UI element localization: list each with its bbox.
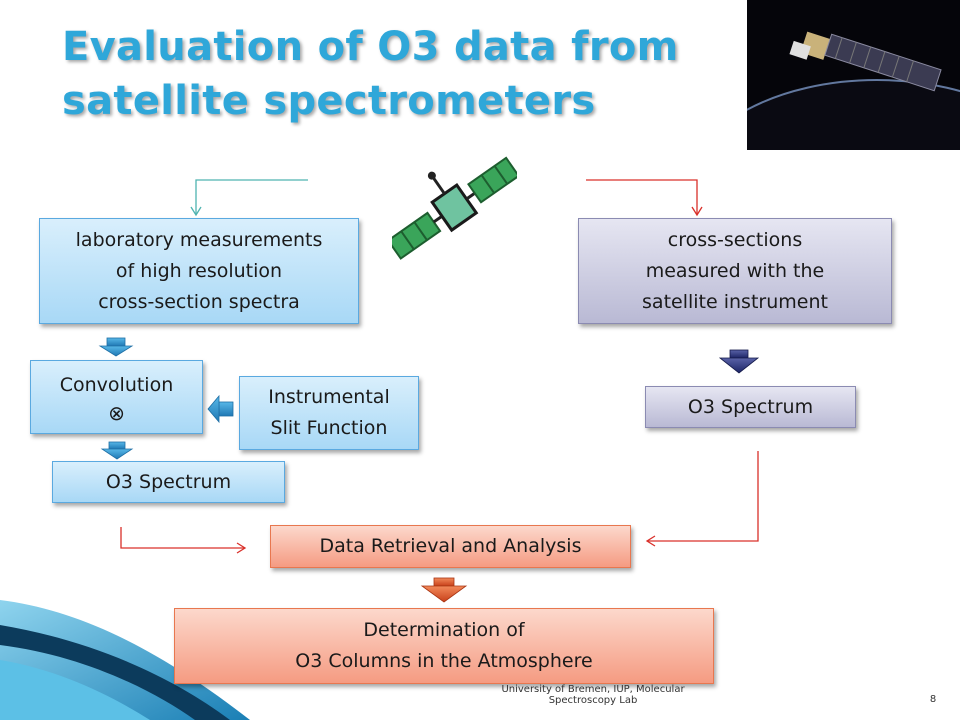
red-connector-top [586, 179, 703, 217]
o3-spectrum-left-box: O3 Spectrum [52, 461, 285, 503]
convolution-label: Convolution [59, 373, 174, 396]
red-connector-right [645, 451, 759, 547]
slide-title: Evaluation of O3 data from satellite spe… [62, 24, 679, 124]
data-retrieval-box: Data Retrieval and Analysis [270, 525, 631, 568]
lab-measurements-box: laboratory measurements of high resoluti… [39, 218, 359, 324]
teal-connector [190, 179, 308, 217]
convolution-box: Convolution ⊗ [30, 360, 203, 434]
cross-sections-box: cross-sections measured with the satelli… [578, 218, 892, 324]
down-arrow-lab-to-convolution [98, 337, 134, 357]
down-arrow-cross-sections-to-spectrum [718, 349, 760, 374]
satellite-over-earth-photo [747, 0, 960, 150]
determination-box: Determination of O3 Columns in the Atmos… [174, 608, 714, 684]
down-arrow-convolution-to-spectrum [100, 441, 134, 460]
convolution-symbol: ⊗ [108, 400, 125, 425]
left-arrow-slit-to-convolution [207, 394, 234, 424]
page-number: 8 [929, 694, 937, 705]
red-connector-left [120, 527, 247, 554]
o3-spectrum-right-box: O3 Spectrum [645, 386, 856, 428]
footer-text: University of Bremen, IUP, Molecular Spe… [501, 684, 685, 706]
slit-function-box: Instrumental Slit Function [239, 376, 419, 450]
satellite-icon [392, 156, 517, 260]
down-arrow-retrieval-to-determination [420, 577, 468, 603]
